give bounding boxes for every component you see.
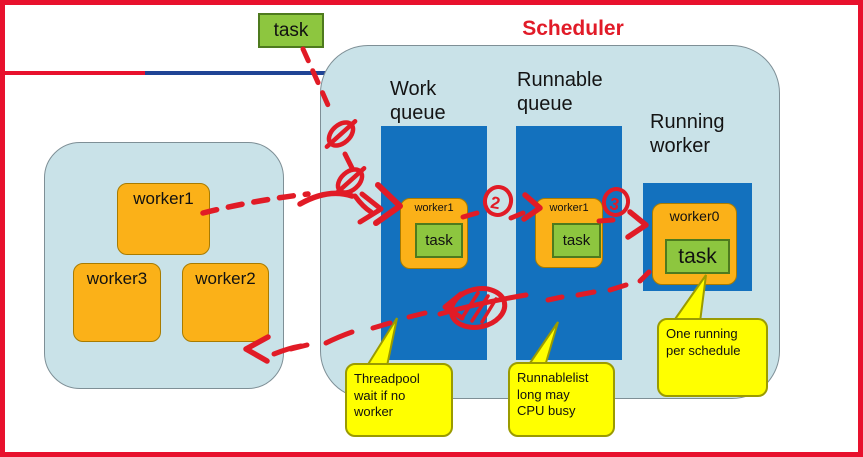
running-worker-label: worker0 bbox=[669, 208, 720, 224]
running-callout: One running per schedule bbox=[657, 318, 768, 397]
runnable-callout-line: long may bbox=[517, 386, 570, 402]
work-queue-title: Work queue bbox=[390, 78, 446, 125]
wire-red-segment bbox=[5, 71, 145, 75]
runnable-queue-task-label: task bbox=[562, 232, 591, 249]
wire-navy-segment bbox=[145, 71, 341, 75]
runnable-queue-title: Runnable queue bbox=[517, 69, 603, 116]
scheduler-title: Scheduler bbox=[522, 17, 624, 40]
runnable-callout-line: Runnablelist bbox=[517, 370, 589, 385]
work-queue-task-label: task bbox=[425, 232, 453, 249]
threadpool-callout: Threadpool wait if no worker bbox=[345, 363, 453, 437]
running-task-node: task bbox=[665, 239, 730, 274]
running-worker-title: Running worker bbox=[650, 111, 725, 158]
runnable-callout-line: CPU busy bbox=[517, 403, 576, 419]
incoming-task-node: task bbox=[258, 13, 324, 48]
threadpool-callout-tail bbox=[365, 317, 398, 367]
pool-worker2-label: worker2 bbox=[195, 269, 256, 288]
running-task-label: task bbox=[678, 244, 717, 268]
running-callout-line: per schedule bbox=[666, 342, 741, 358]
runnable-queue-task-node: task bbox=[552, 223, 601, 258]
pool-worker2-node: worker2 bbox=[182, 263, 269, 342]
pool-worker3-node: worker3 bbox=[73, 263, 161, 342]
work-queue-task-node: task bbox=[415, 223, 463, 258]
threadpool-callout-line: worker bbox=[354, 404, 394, 420]
work-queue-worker-label: worker1 bbox=[414, 202, 454, 214]
runnable-queue-worker-label: worker1 bbox=[549, 202, 589, 214]
incoming-task-label: task bbox=[273, 19, 309, 41]
running-callout-line: One running bbox=[666, 326, 738, 341]
threadpool-callout-line: wait if no bbox=[354, 387, 406, 403]
threadpool-callout-line: Threadpool bbox=[354, 371, 420, 386]
pool-worker3-label: worker3 bbox=[86, 269, 148, 288]
pool-worker1-label: worker1 bbox=[133, 189, 194, 208]
pool-worker1-node: worker1 bbox=[117, 183, 210, 255]
runnable-callout: Runnablelist long may CPU busy bbox=[508, 362, 615, 437]
